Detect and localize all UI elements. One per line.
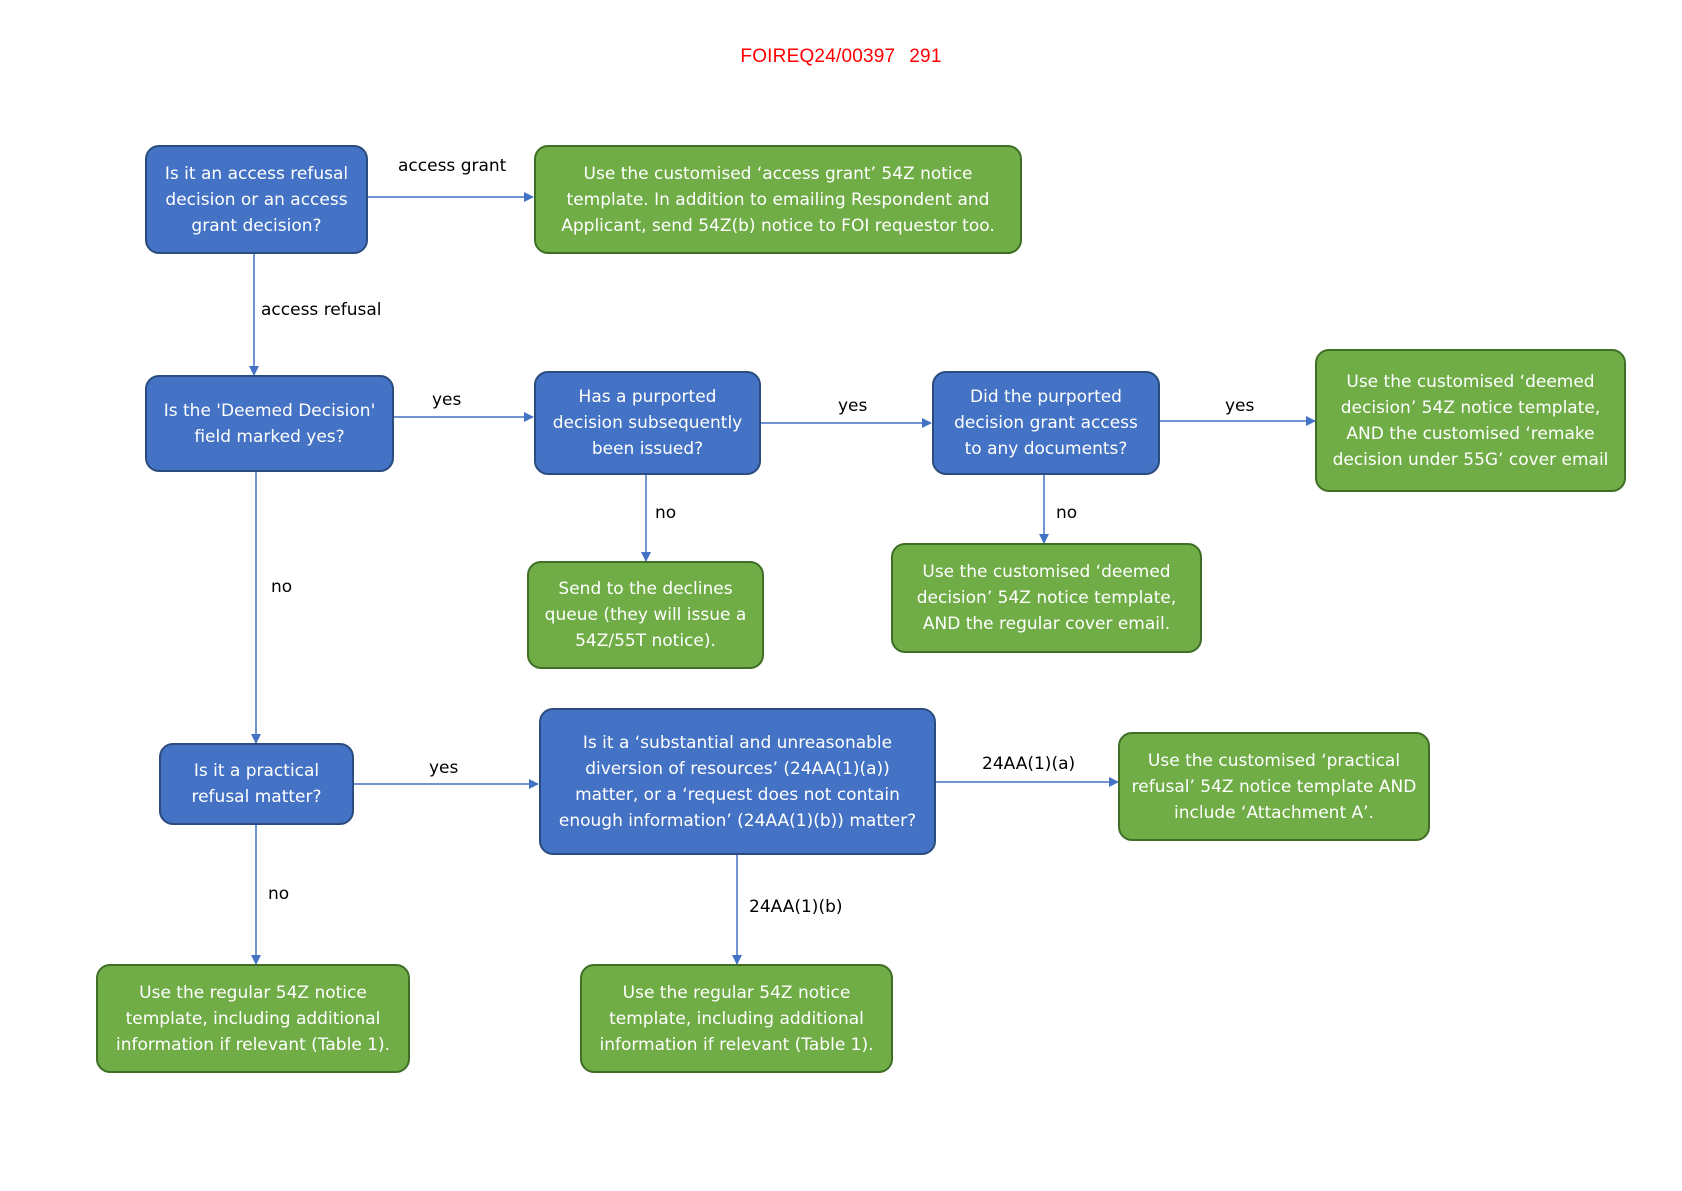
page-number: 291	[909, 46, 942, 67]
edge-label-q5-no: no	[268, 884, 290, 904]
edge-label-q5-yes: yes	[429, 758, 459, 778]
edge-label-access-refusal: access refusal	[261, 300, 382, 320]
edge-label-q3-yes: yes	[838, 396, 868, 416]
edge-label-q2-no: no	[271, 577, 293, 597]
edge-label-q3-no: no	[655, 503, 677, 523]
question-purported-decision-issued: Has a purported decision subsequently be…	[534, 371, 761, 475]
edge-label-24aa-1-b: 24AA(1)(b)	[749, 897, 843, 917]
question-practical-refusal: Is it a practical refusal matter?	[159, 743, 354, 825]
outcome-deemed-decision-regular-email: Use the customised ‘deemed decision’ 54Z…	[891, 543, 1202, 653]
document-reference: FOIREQ24/00397 291	[0, 46, 1682, 68]
edge-label-q4-yes: yes	[1225, 396, 1255, 416]
foi-request-number: FOIREQ24/00397	[740, 46, 896, 67]
edge-label-q4-no: no	[1056, 503, 1078, 523]
question-24aa-matter-type: Is it a ‘substantial and unreasonable di…	[539, 708, 936, 855]
edge-label-q2-yes: yes	[432, 390, 462, 410]
outcome-deemed-decision-remake-55g: Use the customised ‘deemed decision’ 54Z…	[1315, 349, 1626, 492]
outcome-regular-54z-template-24aa-b: Use the regular 54Z notice template, inc…	[580, 964, 893, 1073]
question-deemed-decision-field: Is the 'Deemed Decision' field marked ye…	[145, 375, 394, 472]
outcome-declines-queue: Send to the declines queue (they will is…	[527, 561, 764, 669]
edge-label-24aa-1-a: 24AA(1)(a)	[982, 754, 1076, 774]
question-purported-decision-grant-access: Did the purported decision grant access …	[932, 371, 1160, 475]
outcome-regular-54z-template: Use the regular 54Z notice template, inc…	[96, 964, 410, 1073]
outcome-practical-refusal-template: Use the customised ‘practical refusal’ 5…	[1118, 732, 1430, 841]
question-access-refusal-or-grant: Is it an access refusal decision or an a…	[145, 145, 368, 254]
edge-label-access-grant: access grant	[398, 156, 507, 176]
outcome-access-grant-template: Use the customised ‘access grant’ 54Z no…	[534, 145, 1022, 254]
